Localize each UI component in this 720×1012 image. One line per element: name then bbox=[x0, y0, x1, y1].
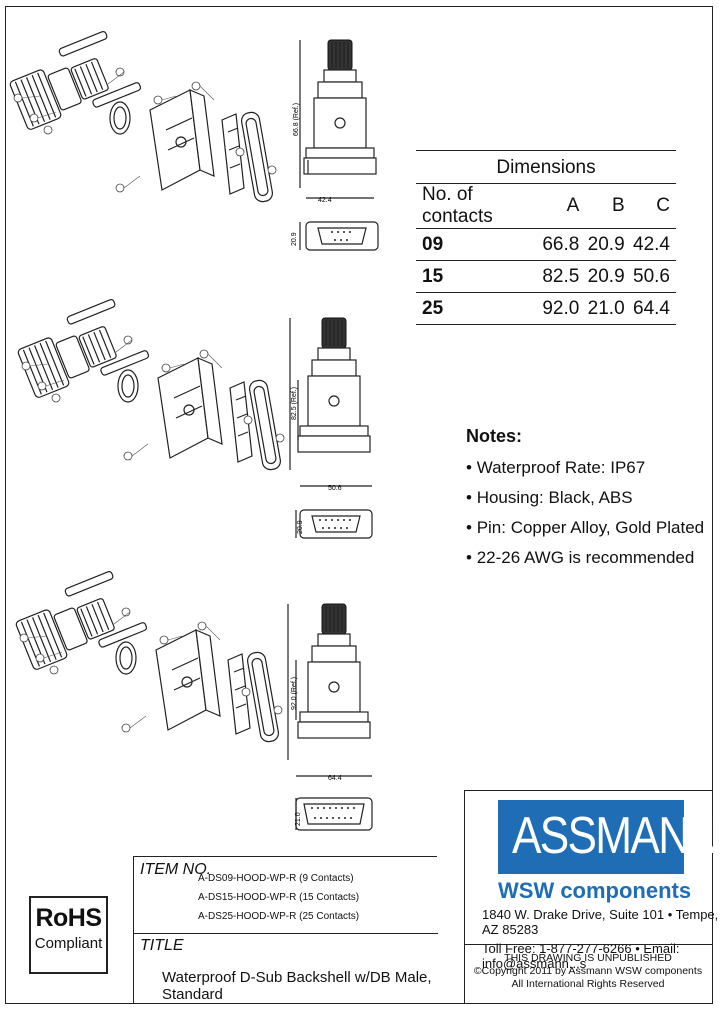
dim-c-label-15: 50.6 bbox=[328, 485, 342, 492]
table-row: 15 82.5 20.9 50.6 bbox=[416, 260, 676, 293]
cell-c: 50.6 bbox=[630, 260, 676, 293]
cell-a: 82.5 bbox=[540, 260, 586, 293]
dim-a-label-09: 66.8 (Ref.) bbox=[293, 103, 300, 136]
dim-c-label-25: 64.4 bbox=[328, 775, 342, 782]
legal-notice: THIS DRAWING IS UNPUBLISHED ©Copyright 2… bbox=[473, 952, 703, 990]
dim-a-label-25: 92.0 (Ref.) bbox=[291, 677, 298, 710]
item-entry: A-DS15-HOOD-WP-R (15 Contacts) bbox=[198, 892, 360, 903]
item-no-label: ITEM NO. bbox=[140, 861, 212, 878]
note-item: • Housing: Black, ABS bbox=[466, 488, 633, 507]
table-row: 25 92.0 21.0 64.4 bbox=[416, 292, 676, 325]
dimensions-table: Dimensions No. of contacts A B C 09 66.8… bbox=[416, 150, 676, 325]
technical-drawing: 42.4 66.8 (Ref.) 20.9 82.5 (Ref.) 50.6 2… bbox=[4, 25, 379, 831]
item-entry: A-DS09-HOOD-WP-R (9 Contacts) bbox=[198, 873, 354, 884]
wsw-components-label: WSW components bbox=[498, 878, 692, 903]
brand-block bbox=[464, 790, 713, 1004]
item-list: A-DS09-HOOD-WP-R (9 Contacts) A-DS15-HOO… bbox=[198, 869, 359, 926]
dimensions-title: Dimensions bbox=[416, 150, 676, 183]
note-item: • 22-26 AWG is recommended bbox=[466, 548, 695, 567]
rohs-label: RoHS bbox=[35, 904, 102, 932]
header-contacts: No. of contacts bbox=[416, 183, 540, 229]
note-item: • Pin: Copper Alloy, Gold Plated bbox=[466, 518, 705, 537]
table-header-row: No. of contacts A B C bbox=[416, 183, 676, 229]
cell-c: 64.4 bbox=[630, 292, 676, 325]
header-a: A bbox=[540, 183, 586, 229]
cell-b: 20.9 bbox=[585, 260, 631, 293]
cell-c: 42.4 bbox=[630, 228, 676, 261]
title-block: ITEM NO. A-DS09-HOOD-WP-R (9 Contacts) A… bbox=[133, 856, 438, 1004]
dim-a-label-15: 82.5 (Ref.) bbox=[291, 387, 298, 420]
cell-b: 20.9 bbox=[585, 228, 631, 261]
item-entry: A-DS25-HOOD-WP-R (25 Contacts) bbox=[198, 911, 360, 922]
assmann-logo: ASSMANN bbox=[498, 800, 720, 874]
notes-section: Notes: • Waterproof Rate: IP67 • Housing… bbox=[466, 426, 704, 573]
row-contacts: 15 bbox=[416, 260, 540, 293]
dim-b-label-09: 20.9 bbox=[291, 232, 298, 246]
rohs-compliant-label: Compliant bbox=[34, 935, 103, 952]
cell-b: 21.0 bbox=[585, 292, 631, 325]
header-c: C bbox=[630, 183, 676, 229]
drawing-frame bbox=[5, 6, 713, 1004]
dim-b-label-15: 20.9 bbox=[297, 520, 304, 534]
row-contacts: 09 bbox=[416, 228, 540, 261]
table-row: 09 66.8 20.9 42.4 bbox=[416, 228, 676, 261]
row-contacts: 25 bbox=[416, 292, 540, 325]
note-item: • Waterproof Rate: IP67 bbox=[466, 458, 646, 477]
header-b: B bbox=[585, 183, 631, 229]
drawing-title: Waterproof D-Sub Backshell w/DB Male, St… bbox=[162, 969, 432, 1003]
rohs-badge: RoHS Compliant bbox=[29, 896, 108, 974]
cell-a: 66.8 bbox=[540, 228, 586, 261]
dim-b-label-25: 21.0 bbox=[295, 812, 302, 826]
notes-title: Notes: bbox=[466, 426, 523, 446]
cell-a: 92.0 bbox=[540, 292, 586, 325]
dim-c-label-09: 42.4 bbox=[318, 197, 332, 204]
title-label: TITLE bbox=[140, 937, 184, 954]
